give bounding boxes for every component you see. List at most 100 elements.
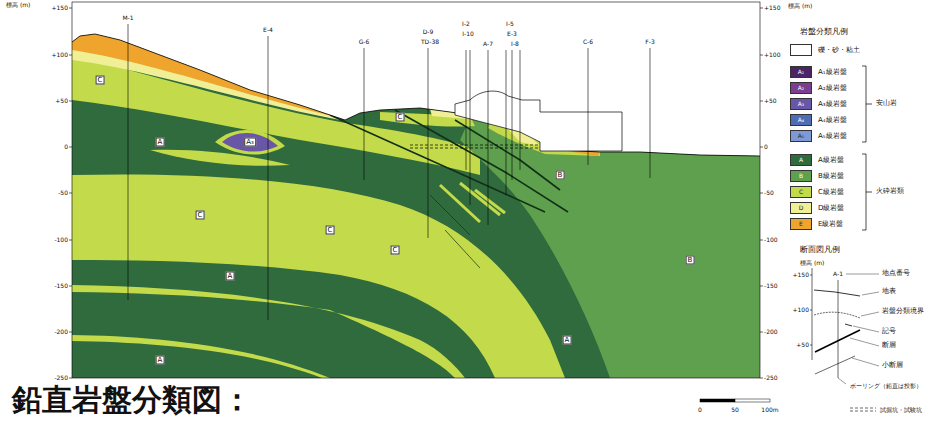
axis-label: +50 — [796, 342, 809, 349]
rock-d-band — [72, 0, 340, 120]
legend-note: ボーリング（鉛直は投影） — [850, 383, 922, 390]
axis-label: -100 — [764, 237, 778, 244]
rock-class-label: A — [226, 272, 235, 281]
legend-note: 試掘坑・試験坑 — [880, 407, 922, 414]
rock-body — [72, 0, 760, 378]
axis-label: -100 — [54, 237, 68, 244]
axis-label: -200 — [764, 329, 778, 336]
borehole-label: I-8 — [511, 41, 519, 48]
rock-c-band — [72, 174, 565, 378]
rock-class-label: C — [326, 226, 335, 235]
axis-label: -150 — [54, 283, 68, 290]
minor-faults — [430, 195, 480, 268]
rock-c-band — [72, 335, 330, 378]
legend-heading: 岩盤分類凡例 — [800, 28, 848, 37]
scale-label: 50 — [731, 407, 739, 414]
axis-label: -150 — [764, 283, 778, 290]
point-number: A-1 — [833, 271, 843, 278]
legend-note: 地点番号 — [882, 270, 910, 278]
diagram-title: 鉛直岩盤分類図： — [12, 380, 252, 421]
legend-note: 岩盤分類境界 — [882, 308, 924, 316]
rock-class-label: B — [686, 256, 695, 265]
legend-note: 小断層 — [882, 362, 903, 370]
legend-text: A₅級岩盤 — [818, 131, 847, 141]
rock-c-band — [72, 55, 480, 175]
rock-class-label: A — [563, 336, 572, 345]
rock-a3-lens — [222, 133, 278, 152]
swatch-code: A₁ — [798, 69, 805, 76]
borehole-label: I-2 — [462, 21, 470, 28]
legend-text: A₁級岩盤 — [818, 67, 847, 77]
axis-label: +100 — [764, 52, 780, 59]
axis-label: +50 — [764, 98, 777, 105]
legend-brackets — [862, 66, 872, 230]
axis-label: 標高 (m) — [800, 260, 824, 267]
legend-swatch — [790, 44, 812, 56]
borehole-label: D-9 — [423, 29, 434, 36]
rock-class-label: C — [391, 246, 400, 255]
legend-text: B級岩盤 — [818, 171, 844, 181]
legend-text: E級岩盤 — [818, 219, 843, 229]
swatch-code: D — [799, 205, 804, 212]
rock-class-label: C — [196, 211, 205, 220]
legend-text: A₂級岩盤 — [818, 83, 847, 93]
plot-frame — [72, 2, 760, 378]
axis-label: +150 — [793, 272, 809, 279]
test-adit — [410, 145, 540, 148]
borehole-label: E-3 — [507, 31, 517, 38]
rock-c-lens — [215, 130, 285, 155]
legend-text: C級岩盤 — [818, 187, 844, 197]
swatch-code: A — [799, 157, 803, 164]
axis-label: +100 — [793, 307, 809, 314]
scale-label: 100m — [761, 407, 778, 414]
legend-text: A₄級岩盤 — [818, 115, 847, 125]
axis-label: +50 — [55, 98, 68, 105]
legend-note: 地表 — [882, 288, 896, 296]
swatch-code: A₅ — [798, 133, 805, 140]
borehole-label: E-4 — [263, 27, 273, 34]
rock-group-label: 火砕岩類 — [876, 188, 904, 196]
scale-label: 0 — [698, 407, 702, 414]
borehole-label: C-6 — [583, 39, 593, 46]
axis-label: 0 — [764, 144, 768, 151]
axis-label: +100 — [52, 52, 68, 59]
legend-heading: 断面図凡例 — [800, 246, 840, 255]
rock-b-region — [460, 118, 760, 378]
swatch-code: C — [799, 189, 803, 196]
borehole-lines — [128, 24, 650, 320]
borehole-label: G-6 — [359, 39, 370, 46]
axis-label: -50 — [764, 190, 774, 197]
rock-class-label: A — [156, 356, 165, 365]
rock-class-label: C — [96, 76, 105, 85]
rock-e-band — [72, 0, 335, 117]
swatch-code: B — [799, 173, 803, 180]
swatch-code: A₃ — [798, 101, 805, 108]
borehole-label: TD-38 — [421, 39, 439, 46]
rock-class-label: C — [396, 113, 405, 122]
axis-label: -50 — [58, 190, 68, 197]
borehole-label: I-5 — [506, 21, 514, 28]
rock-c-band — [72, 285, 465, 378]
axis-label: -200 — [54, 329, 68, 336]
adit-legend-sample — [850, 408, 876, 411]
rock-group-label: 安山岩 — [876, 100, 897, 108]
rock-class-label: A₃ — [244, 138, 256, 147]
axis-label: +150 — [764, 5, 780, 12]
legend-text: A₃級岩盤 — [818, 99, 847, 109]
ground-surface — [72, 34, 760, 156]
axis-label: 標高 (m) — [788, 3, 812, 10]
axis-label: -250 — [764, 375, 778, 382]
scale-bar — [700, 399, 770, 402]
legend-text: D級岩盤 — [818, 203, 844, 213]
borehole-label: F-3 — [645, 39, 654, 46]
legend-text: 礫・砂・粘土 — [818, 45, 860, 55]
rock-class-label: A — [156, 138, 165, 147]
axis-label: -250 — [54, 375, 68, 382]
axis-label: 0 — [64, 144, 68, 151]
legend-note: 断層 — [882, 342, 896, 350]
legend-text: A級岩盤 — [818, 155, 844, 165]
section-legend-sample — [810, 268, 879, 384]
axis-label: +150 — [52, 5, 68, 12]
axis-ticks — [69, 8, 763, 378]
